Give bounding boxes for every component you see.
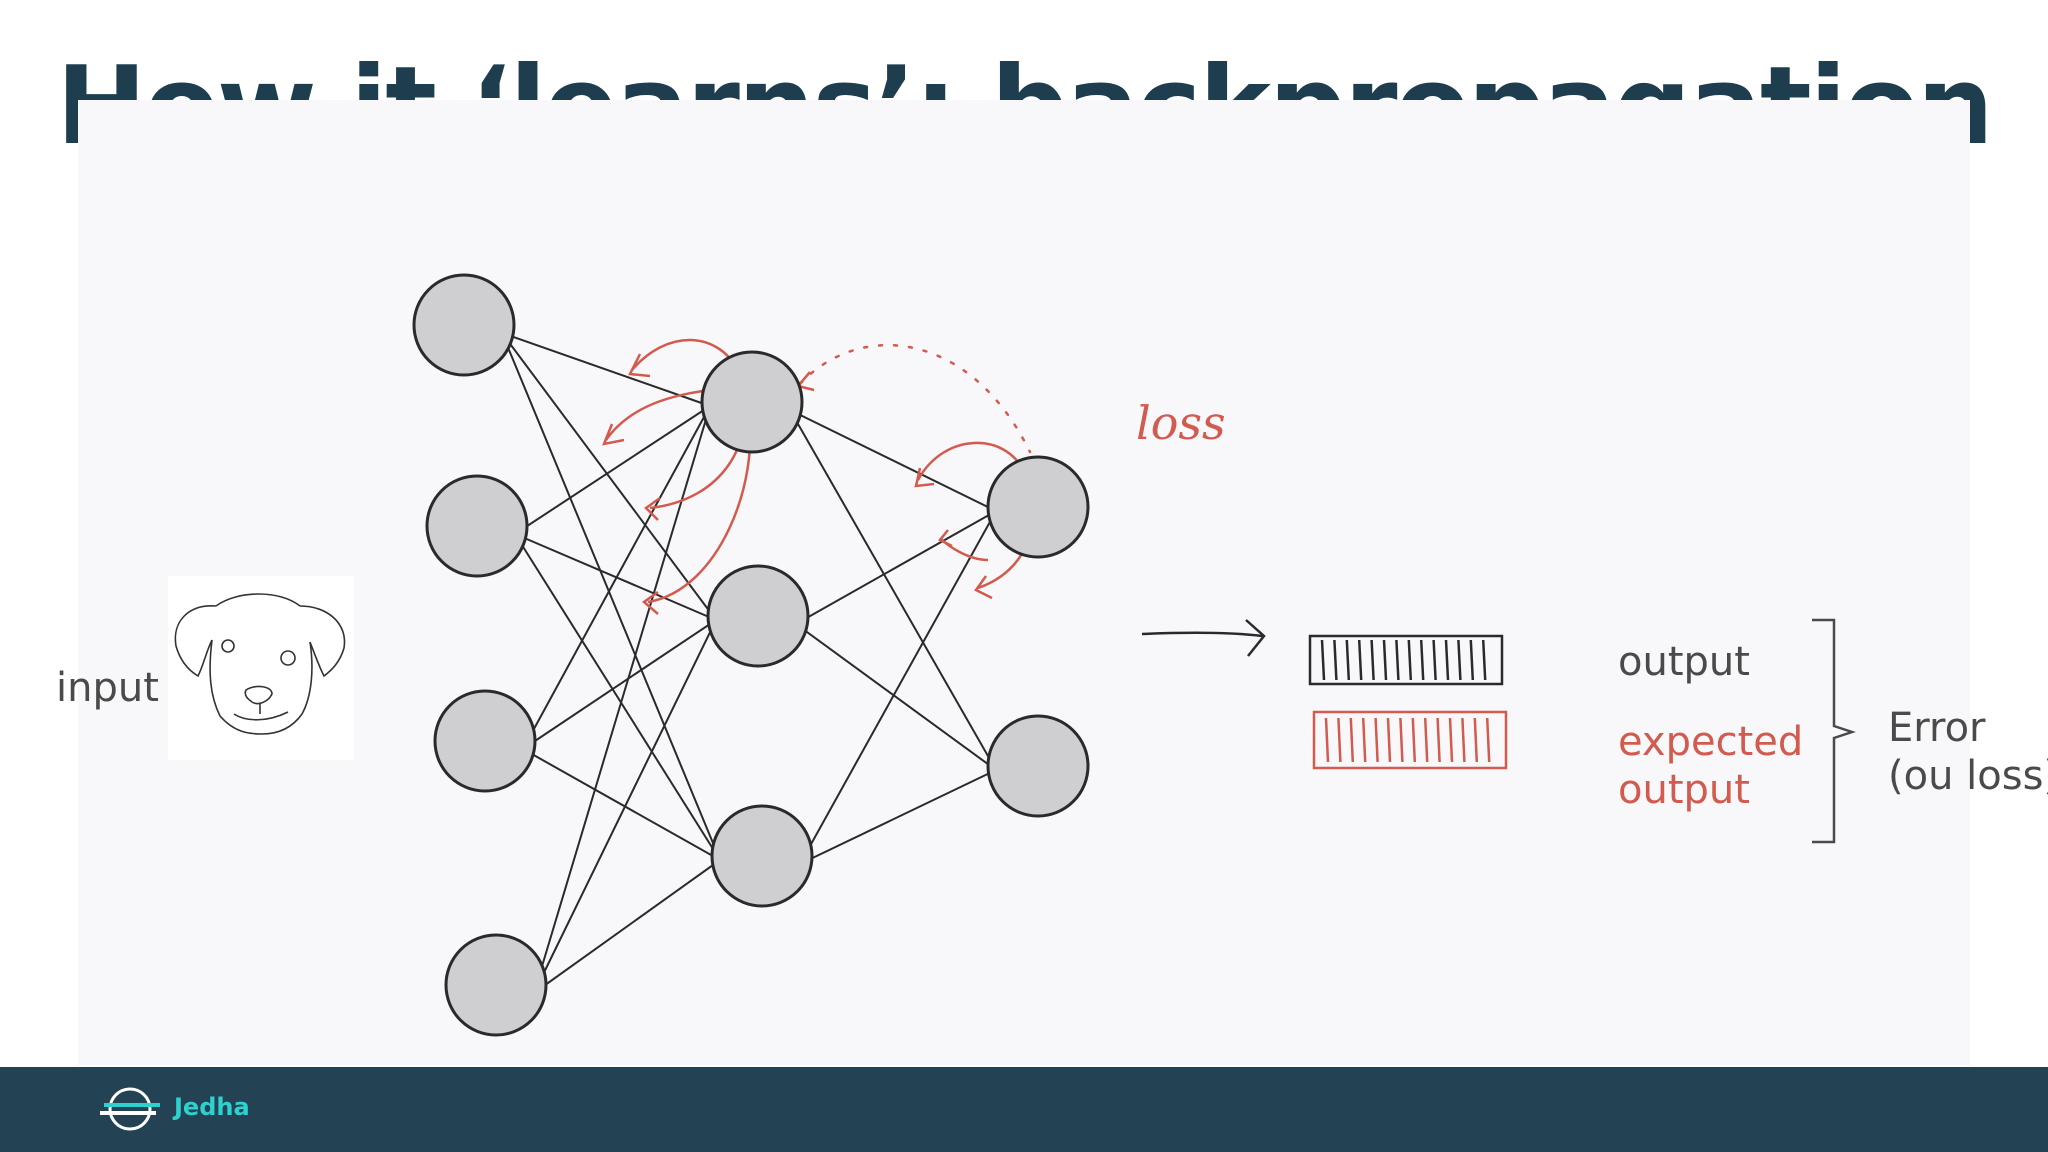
neuron-l2-1 <box>700 350 804 454</box>
jedha-logo-icon <box>100 1087 160 1131</box>
connection-line <box>795 510 997 625</box>
footer-bar: Jedha <box>0 1067 2048 1152</box>
dog-input-image <box>168 576 354 760</box>
backprop-arrowhead <box>601 423 625 446</box>
connection-line <box>789 409 997 512</box>
connection-line <box>799 769 997 865</box>
backprop-arrow <box>939 537 989 562</box>
neuron-l3-2 <box>986 714 1090 818</box>
expected-output-tick <box>1399 717 1404 763</box>
neuron-l1-3 <box>433 689 537 793</box>
connection-line <box>789 409 997 771</box>
output-tick <box>1444 639 1450 681</box>
expected-output-tick <box>1473 717 1479 763</box>
connection-line <box>522 619 717 750</box>
connection-line <box>514 533 717 621</box>
output-tick <box>1407 639 1413 681</box>
expected-output-tick <box>1374 717 1379 763</box>
output-tick <box>1382 639 1388 681</box>
neuron-l2-3 <box>710 804 814 908</box>
connection-line <box>522 748 721 861</box>
output-tick <box>1345 639 1351 681</box>
backprop-arrowhead <box>914 467 935 488</box>
connection-line <box>533 619 717 994</box>
diagram-panel <box>78 100 1970 1065</box>
connection-line <box>533 859 721 994</box>
arrow-to-output-icon <box>1141 619 1266 657</box>
connection-line <box>514 405 711 535</box>
connection-line <box>522 405 711 750</box>
output-tick <box>1395 639 1400 681</box>
output-tick <box>1357 639 1363 681</box>
connection-line <box>501 332 721 861</box>
output-tick <box>1419 639 1425 681</box>
backprop-arrowhead <box>641 590 659 615</box>
expected-output-tick <box>1324 717 1330 763</box>
input-label: input <box>56 665 159 711</box>
backprop-arrowhead <box>628 353 651 378</box>
expected-output-tick <box>1461 717 1466 763</box>
loss-annotation: loss <box>1136 396 1226 450</box>
brand-name: Jedha <box>174 1093 250 1121</box>
expected-output-tick <box>1361 717 1367 763</box>
connection-line <box>514 533 721 861</box>
neuron-l1-2 <box>425 474 529 578</box>
connection-line <box>799 510 997 865</box>
expected-output-tick <box>1337 717 1342 763</box>
backprop-arrow <box>916 441 1026 481</box>
output-tick <box>1457 639 1462 681</box>
connections <box>501 332 997 994</box>
expected-output-tick <box>1386 717 1392 763</box>
backprop-arrowhead <box>644 496 661 521</box>
error-label-line1: Error <box>1888 705 1986 751</box>
neuron-l1-1 <box>412 273 516 377</box>
backprop-arrowhead <box>938 529 953 548</box>
backprop-arrows <box>601 338 1034 615</box>
output-vector <box>1308 634 1504 686</box>
neuron-l3-1 <box>986 455 1090 559</box>
expected-output-tick <box>1485 717 1491 763</box>
expected-output-tick <box>1436 717 1441 763</box>
output-tick <box>1481 639 1487 681</box>
error-brace <box>1812 618 1856 844</box>
expected-output-tick <box>1423 717 1429 763</box>
expected-output-label-line2: output <box>1618 767 1750 813</box>
expected-output-tick <box>1411 717 1417 763</box>
output-tick <box>1320 639 1326 681</box>
connection-line <box>501 332 717 621</box>
connection-line <box>501 332 711 407</box>
dog-sketch-icon <box>174 593 346 735</box>
loss-propagation-dotted-arrow <box>798 344 1032 454</box>
error-label-line2: (ou loss) <box>1888 753 2048 799</box>
expected-output-tick <box>1349 717 1355 763</box>
neuron-l1-4 <box>444 933 548 1037</box>
output-tick <box>1469 639 1475 681</box>
neurons <box>412 273 1090 1037</box>
connection-line <box>533 405 711 994</box>
expected-output-label-line1: expected <box>1618 719 1804 765</box>
output-tick <box>1432 639 1437 681</box>
output-tick <box>1370 639 1375 681</box>
output-tick <box>1333 639 1338 681</box>
expected-output-tick <box>1448 717 1454 763</box>
backprop-arrowhead <box>974 575 993 600</box>
output-label: output <box>1618 639 1750 685</box>
connection-line <box>795 623 997 771</box>
expected-output-vector <box>1312 710 1508 770</box>
neuron-l2-2 <box>706 564 810 668</box>
